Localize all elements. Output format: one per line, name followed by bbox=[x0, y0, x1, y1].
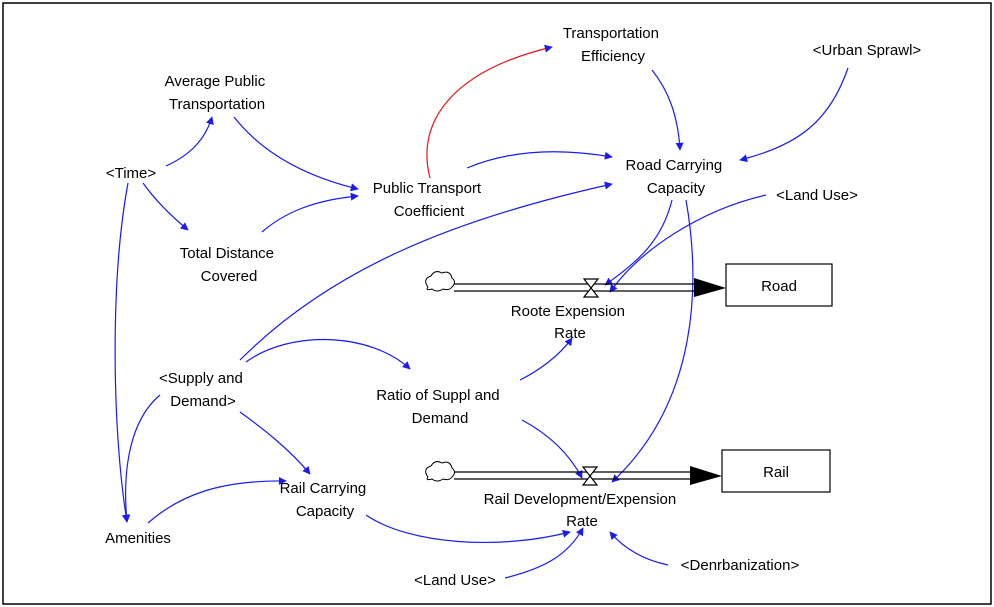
link-land-use-to-rail-development-expension-rate bbox=[504, 527, 584, 579]
link-average-public-transportation-to-public-transport-coefficient bbox=[233, 116, 359, 192]
link-transportation-efficiency-to-road-carrying-capacity bbox=[651, 69, 684, 151]
ratio-of-suppl-and-demand-label: Ratio of Suppl and Demand bbox=[376, 387, 504, 427]
link-supply-and-demand-to-ratio-of-suppl-and-demand bbox=[245, 339, 411, 370]
urban-sprawl-label: <Urban Sprawl> bbox=[813, 42, 922, 59]
link-denrbanization-to-rail-development-expension-rate bbox=[609, 531, 669, 566]
rail-carrying-capacity-label: Rail Carrying Capacity bbox=[280, 480, 371, 520]
supply-and-demand-label: <Supply and Demand> bbox=[159, 370, 247, 410]
valve-icon bbox=[581, 466, 599, 486]
land-use-label: <Land Use> bbox=[776, 187, 858, 204]
link-land-use-to-roote-expension-rate bbox=[609, 194, 767, 293]
road-stock-label: Road bbox=[761, 278, 797, 295]
road-stock bbox=[725, 263, 833, 307]
link-supply-and-demand-to-rail-carrying-capacity bbox=[239, 411, 311, 475]
total-distance-covered-label: Total Distance Covered bbox=[180, 245, 278, 285]
link-amenities-to-rail-carrying-capacity bbox=[147, 476, 287, 524]
road-carrying-capacity-label: Road Carrying Capacity bbox=[626, 157, 727, 197]
amenities-label: Amenities bbox=[105, 530, 171, 547]
average-public-transportation-label: Average Public Transportation bbox=[165, 73, 270, 113]
cloud-icon bbox=[425, 461, 455, 482]
flow-arrowhead bbox=[690, 466, 722, 485]
causal-links bbox=[114, 44, 849, 579]
roote-expension-rate-label: Roote Expension Rate bbox=[511, 303, 629, 342]
rail-stock-label: Rail bbox=[763, 464, 789, 481]
transportation-efficiency-label: Transportation Efficiency bbox=[563, 25, 663, 65]
rail-flow bbox=[425, 449, 831, 493]
link-ratio-of-suppl-and-demand-to-roote-expension-rate bbox=[519, 337, 573, 381]
denrbanization-label: <Denrbanization> bbox=[681, 557, 800, 574]
link-urban-sprawl-to-road-carrying-capacity bbox=[739, 67, 849, 163]
node-labels: Transportation Efficiency <Urban Sprawl>… bbox=[105, 25, 921, 589]
link-public-transport-coefficient-to-transportation-efficiency bbox=[426, 44, 553, 179]
land-use-label: <Land Use> bbox=[414, 572, 496, 589]
valve-icon bbox=[582, 278, 600, 298]
time-label: <Time> bbox=[106, 165, 157, 182]
rail-stock bbox=[721, 449, 831, 493]
rail-development-expension-rate-label: Rail Development/Expension Rate bbox=[484, 491, 681, 530]
link-time-to-average-public-transportation bbox=[165, 116, 214, 167]
link-ratio-of-suppl-and-demand-to-rail-development-expension-rate bbox=[521, 419, 583, 479]
road-flow bbox=[425, 263, 833, 307]
link-time-to-amenities bbox=[114, 182, 130, 523]
link-public-transport-coefficient-to-road-carrying-capacity bbox=[466, 151, 613, 169]
link-rail-carrying-capacity-to-rail-development-expension-rate bbox=[365, 514, 571, 544]
link-road-carrying-capacity-to-rail-development-expension-rate bbox=[611, 199, 694, 483]
link-supply-and-demand-to-road-carrying-capacity bbox=[239, 181, 613, 361]
link-total-distance-covered-to-public-transport-coefficient bbox=[261, 192, 359, 233]
flow-arrowhead bbox=[694, 278, 726, 297]
cloud-icon bbox=[425, 271, 455, 292]
public-transport-coefficient-label: Public Transport Coefficient bbox=[373, 180, 486, 220]
link-supply-and-demand-to-amenities bbox=[122, 394, 161, 523]
link-time-to-total-distance-covered bbox=[142, 182, 189, 231]
link-road-carrying-capacity-to-roote-expension-rate bbox=[604, 199, 673, 286]
